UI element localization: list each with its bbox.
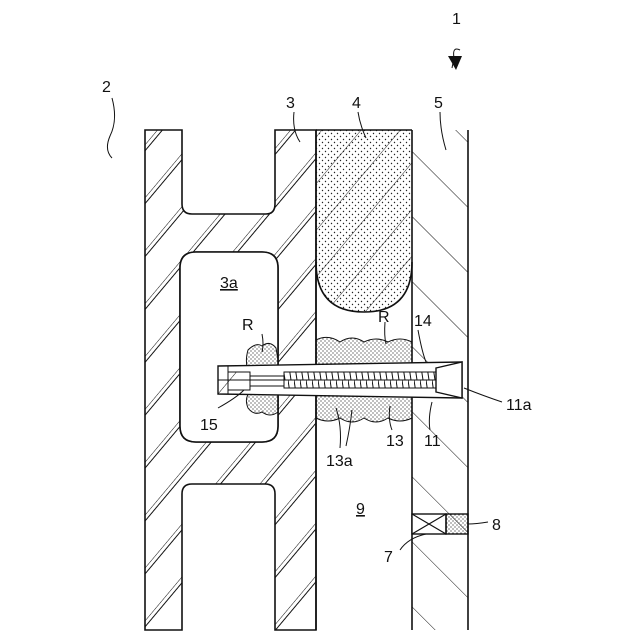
screw-assembly — [218, 362, 462, 398]
spacer-7-8 — [412, 514, 468, 534]
label-11a: 11a — [506, 397, 532, 414]
label-8: 8 — [492, 517, 501, 534]
label-r-left: R — [242, 317, 254, 334]
label-7: 7 — [384, 549, 393, 566]
label-14: 14 — [414, 313, 432, 330]
label-1: 1 — [452, 11, 461, 28]
label-2: 2 — [102, 79, 111, 96]
label-3a: 3a — [220, 275, 238, 292]
seal-member-4 — [316, 130, 412, 312]
label-3: 3 — [286, 95, 295, 112]
label-r-mid: R — [378, 309, 390, 326]
label-13: 13 — [386, 433, 404, 450]
label-9: 9 — [356, 501, 365, 518]
label-13a: 13a — [326, 453, 353, 470]
label-15: 15 — [200, 417, 218, 434]
arrow-head-1 — [448, 56, 462, 70]
label-5: 5 — [434, 95, 443, 112]
label-4: 4 — [352, 95, 361, 112]
label-11: 11 — [424, 433, 441, 450]
